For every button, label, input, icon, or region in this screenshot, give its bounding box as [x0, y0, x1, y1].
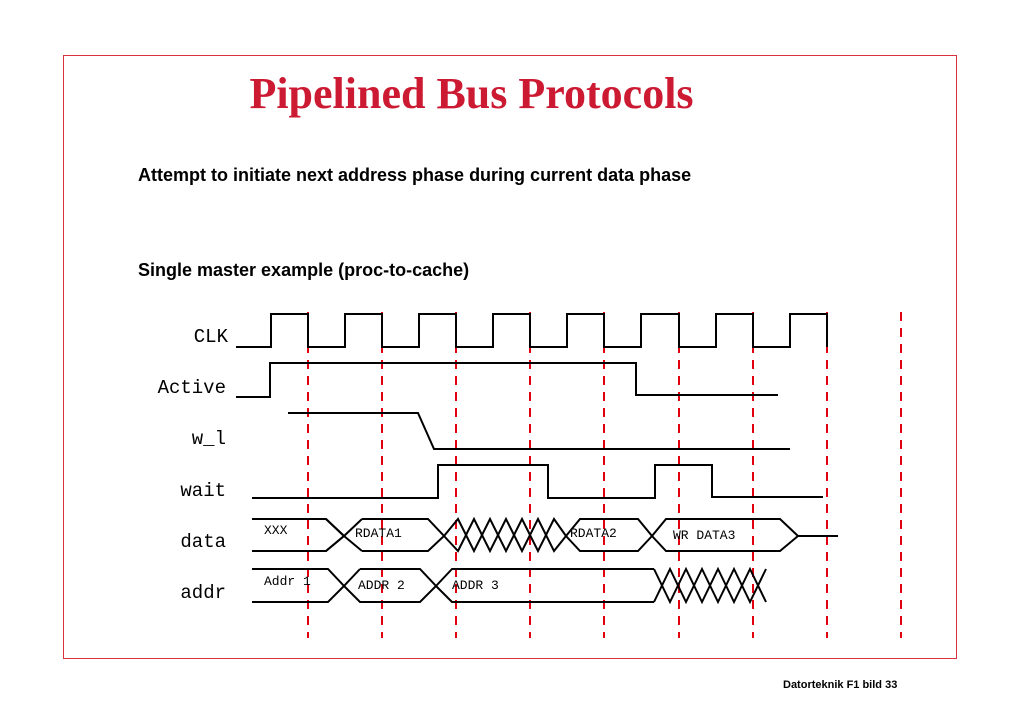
slide-frame: [63, 55, 957, 659]
clock-edge-markers: [307, 312, 902, 638]
slide-footer: Datorteknik F1 bild 33: [783, 679, 898, 691]
subtitle: Attempt to initiate next address phase d…: [138, 165, 692, 185]
signal-label-data: data: [180, 531, 226, 553]
slide-title: Pipelined Bus Protocols: [249, 69, 694, 118]
signal-label-wait: wait: [180, 480, 226, 502]
data-value-rdata1: RDATA1: [355, 526, 402, 541]
signal-label-clk: CLK: [194, 326, 229, 348]
w-l-waveform: [288, 412, 790, 450]
active-waveform: [236, 362, 778, 398]
addr-bus: [252, 566, 767, 605]
signal-label-w-l: w_l: [192, 428, 226, 450]
wait-waveform: [252, 464, 823, 499]
addr-value-addr2: ADDR 2: [358, 578, 405, 593]
clk-waveform: [236, 313, 828, 348]
data-bus: [252, 516, 838, 554]
data-value-rdata2: RDATA2: [570, 526, 617, 541]
signal-label-addr: addr: [180, 582, 226, 604]
signal-label-active: Active: [158, 377, 226, 399]
data-value-xxx: XXX: [264, 523, 288, 538]
data-value-wrdata3: WR DATA3: [673, 528, 735, 543]
example-heading: Single master example (proc-to-cache): [138, 260, 470, 280]
addr-value-addr3: ADDR 3: [452, 578, 499, 593]
addr-value-addr1: Addr 1: [264, 574, 311, 589]
